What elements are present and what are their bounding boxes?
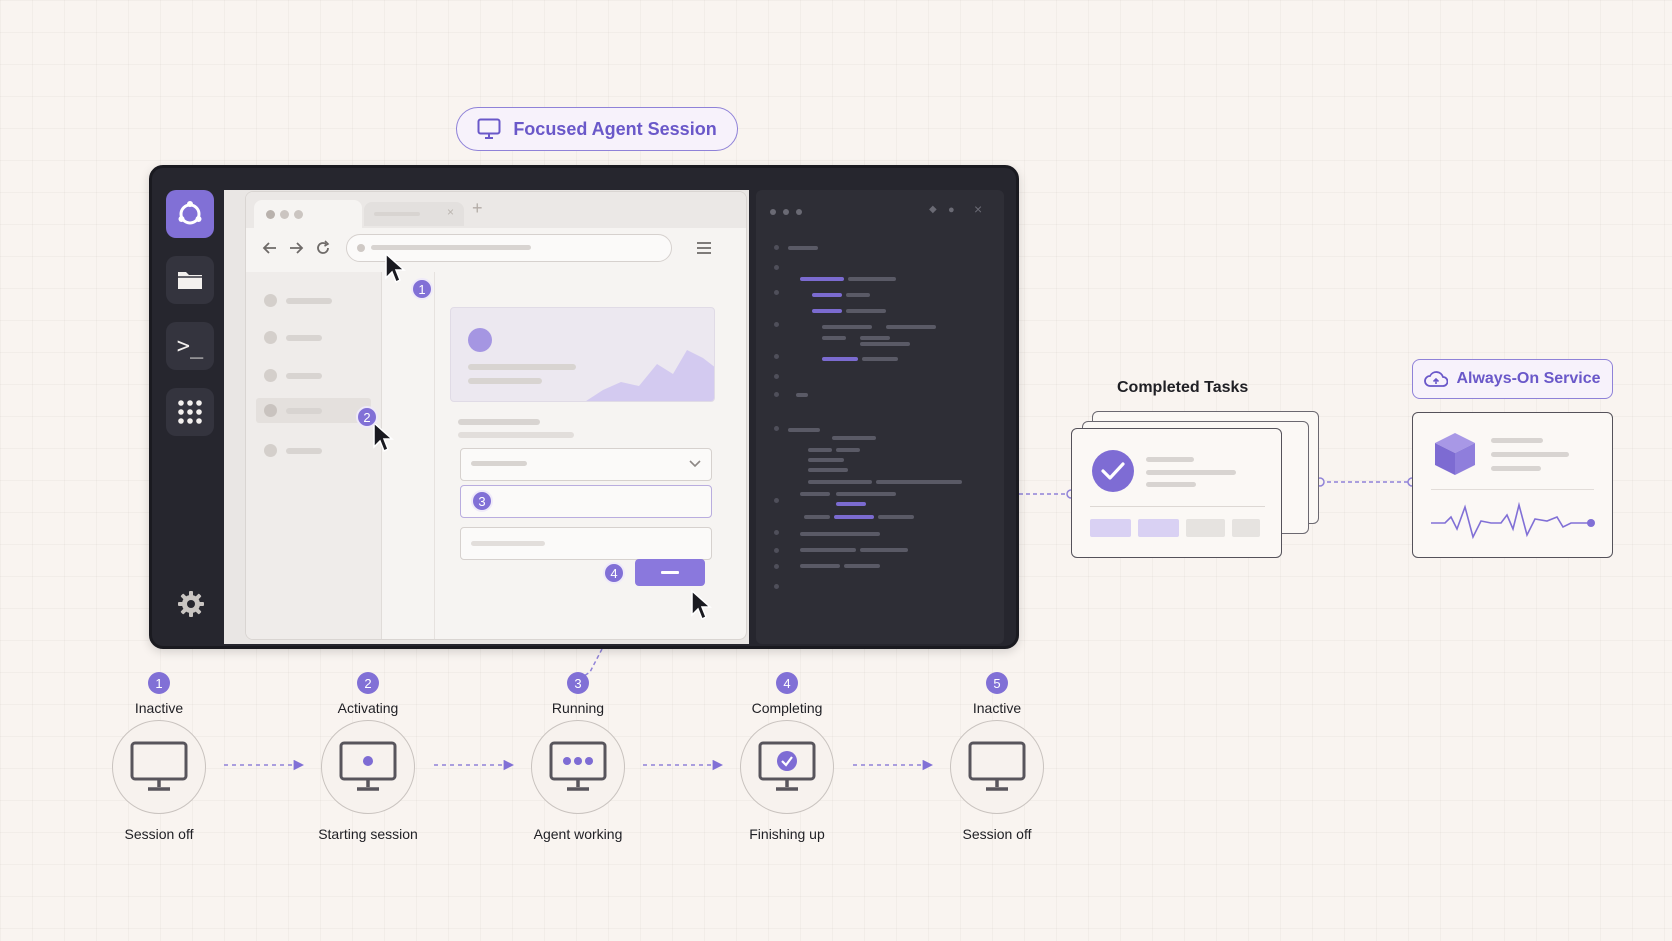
stage-title: Activating bbox=[337, 700, 399, 716]
cursor-icon bbox=[373, 421, 394, 453]
diamond-icon: ◆ bbox=[929, 204, 937, 215]
stage-monitor bbox=[112, 720, 206, 814]
step-marker-1: 1 bbox=[411, 278, 433, 300]
files-button[interactable] bbox=[166, 256, 214, 304]
stage-monitor bbox=[950, 720, 1044, 814]
text-field[interactable] bbox=[460, 485, 712, 518]
stage-caption: Agent working bbox=[533, 826, 623, 842]
completed-tasks-label: Completed Tasks bbox=[1117, 379, 1249, 396]
monitor-working-icon bbox=[549, 741, 607, 791]
select-field[interactable] bbox=[460, 448, 712, 481]
step-marker-4: 4 bbox=[603, 562, 625, 584]
task-card[interactable] bbox=[1071, 428, 1282, 558]
gear-icon[interactable] bbox=[176, 589, 206, 619]
form-label bbox=[458, 432, 574, 438]
cursor-icon bbox=[385, 252, 406, 284]
address-bar[interactable] bbox=[346, 234, 672, 262]
new-tab-icon[interactable]: + bbox=[472, 198, 483, 218]
browser-window: × + bbox=[245, 191, 747, 640]
apps-button[interactable] bbox=[166, 388, 214, 436]
stage-caption: Finishing up bbox=[749, 826, 825, 842]
stage-number: 4 bbox=[776, 672, 798, 694]
cursor-icon bbox=[691, 589, 712, 621]
monitor-off-icon bbox=[130, 741, 188, 791]
stage-title: Inactive bbox=[134, 700, 184, 716]
form-label bbox=[458, 419, 540, 425]
monitor-finishing-icon bbox=[758, 741, 816, 791]
os-logo-icon bbox=[178, 201, 202, 225]
monitor-starting-icon bbox=[339, 741, 397, 791]
area-sparkline bbox=[586, 350, 714, 401]
lifecycle-stage-4: 4 Completing Finishing up bbox=[707, 672, 867, 842]
stage-monitor bbox=[740, 720, 834, 814]
text-field[interactable] bbox=[460, 527, 712, 560]
menu-icon[interactable] bbox=[696, 241, 712, 255]
terminal-icon: >_ bbox=[176, 333, 204, 359]
stage-number: 2 bbox=[357, 672, 379, 694]
stage-monitor bbox=[321, 720, 415, 814]
stage-number: 3 bbox=[567, 672, 589, 694]
check-circle-icon bbox=[1092, 450, 1134, 492]
stage-number: 5 bbox=[986, 672, 1008, 694]
code-panel: ◆ ● × bbox=[756, 190, 1004, 644]
agent-desktop-window: >_ bbox=[149, 165, 1019, 649]
session-pill-label: Focused Agent Session bbox=[513, 118, 717, 139]
lifecycle-stage-1: 1 Inactive Session off bbox=[79, 672, 239, 842]
reload-icon[interactable] bbox=[315, 240, 331, 256]
eye-icon: ● bbox=[948, 204, 955, 216]
cube-icon bbox=[1435, 433, 1475, 475]
lifecycle-stage-2: 2 Activating Starting session bbox=[288, 672, 448, 842]
chevron-down-icon bbox=[689, 460, 701, 468]
lifecycle-stage-3: 3 Running Agent working bbox=[498, 672, 658, 842]
submit-button[interactable] bbox=[635, 559, 705, 586]
close-icon[interactable]: × bbox=[974, 201, 983, 217]
content-hero-card bbox=[450, 307, 715, 402]
folder-icon bbox=[178, 272, 202, 289]
monitor-off-icon bbox=[968, 741, 1026, 791]
stage-title: Completing bbox=[751, 700, 823, 716]
monitor-icon bbox=[477, 118, 501, 139]
stage-title: Inactive bbox=[972, 700, 1022, 716]
terminal-button[interactable]: >_ bbox=[166, 322, 214, 370]
service-pill-label: Always-On Service bbox=[1456, 370, 1601, 387]
browser-tab-active[interactable] bbox=[254, 200, 362, 228]
os-logo-button[interactable] bbox=[166, 190, 214, 238]
back-icon[interactable] bbox=[262, 240, 278, 256]
service-card[interactable] bbox=[1412, 412, 1613, 558]
stage-caption: Starting session bbox=[318, 826, 418, 842]
browser-tab-bar: × + bbox=[246, 192, 746, 228]
page-nav-item-selected[interactable] bbox=[256, 398, 371, 423]
stage-number: 1 bbox=[148, 672, 170, 694]
cloud-icon bbox=[1424, 371, 1449, 387]
stage-caption: Session off bbox=[962, 826, 1032, 842]
stage-title: Running bbox=[551, 700, 605, 716]
focused-agent-session-pill[interactable]: Focused Agent Session bbox=[456, 107, 738, 151]
stage-monitor bbox=[531, 720, 625, 814]
apps-grid-icon bbox=[178, 400, 202, 424]
step-marker-3: 3 bbox=[471, 490, 493, 512]
tab-close-icon[interactable]: × bbox=[446, 205, 454, 219]
lifecycle-stage-5: 5 Inactive Session off bbox=[917, 672, 1077, 842]
stage-caption: Session off bbox=[124, 826, 194, 842]
pulse-icon bbox=[1431, 501, 1595, 540]
step-marker-2: 2 bbox=[356, 406, 378, 428]
content-divider bbox=[434, 272, 435, 639]
browser-tab-inactive[interactable]: × bbox=[364, 202, 464, 226]
page-sidebar bbox=[246, 272, 382, 639]
forward-icon[interactable] bbox=[288, 240, 304, 256]
always-on-service-pill[interactable]: Always-On Service bbox=[1412, 359, 1613, 399]
